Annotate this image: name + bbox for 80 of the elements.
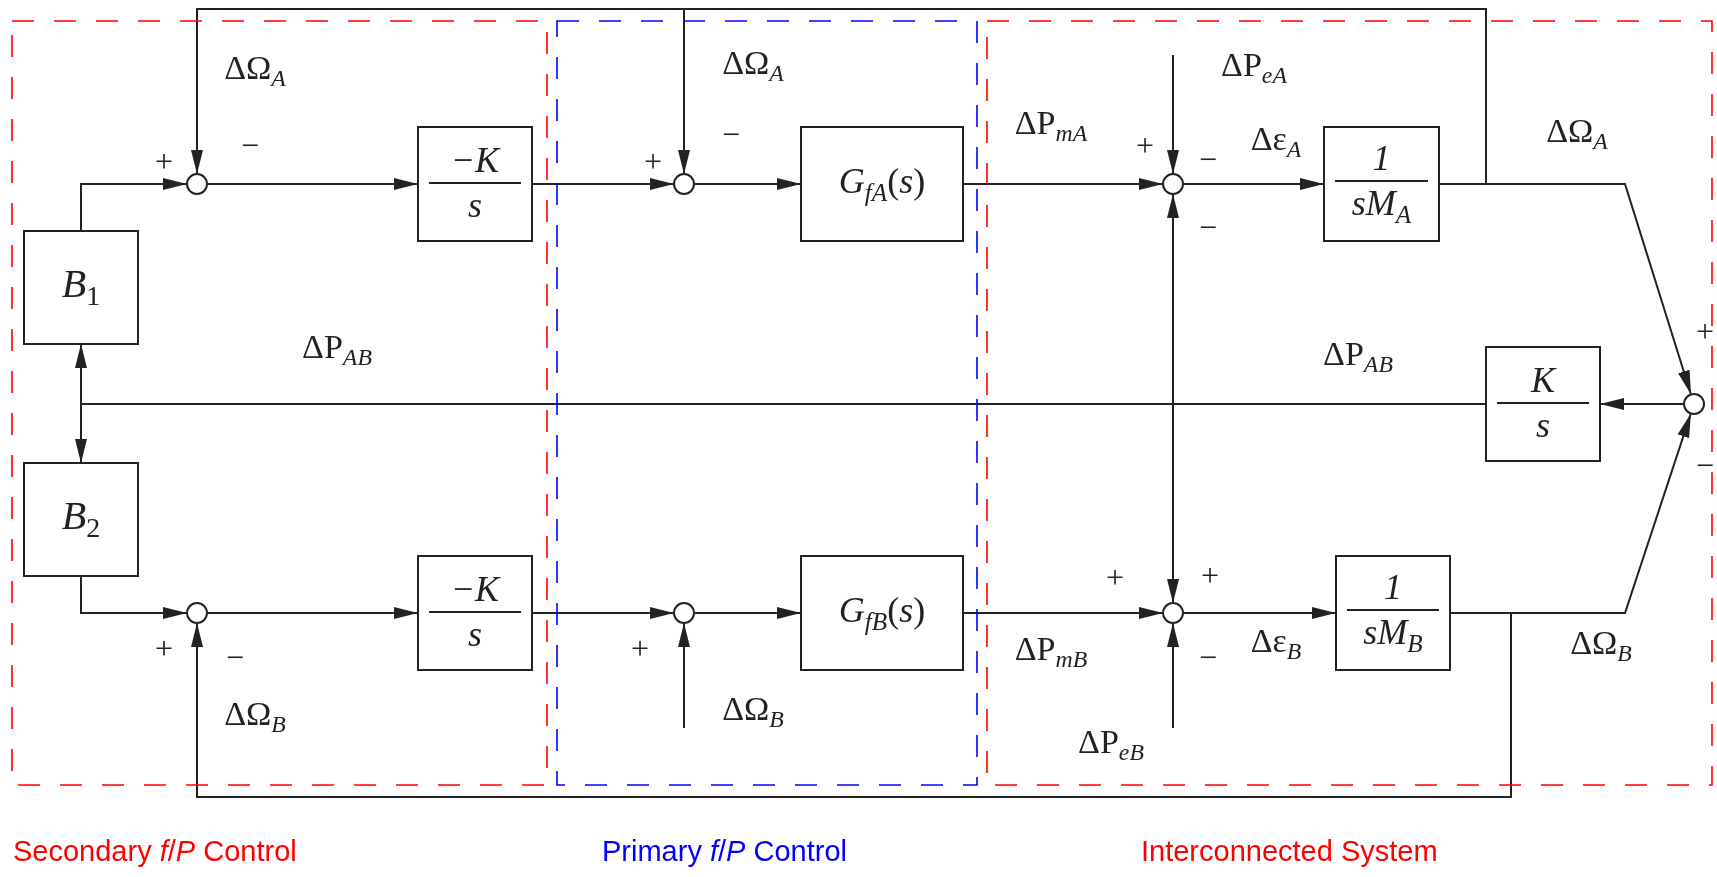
arrow — [1183, 607, 1336, 619]
region-heading: Interconnected System — [1141, 835, 1438, 868]
arrow — [532, 178, 674, 190]
signal-label: ΔP$_{eB}$ — [1078, 725, 1144, 765]
arrow — [694, 178, 801, 190]
signal-label: ΔP$_{eA}$ — [1221, 48, 1287, 88]
sign-label: − — [1199, 143, 1217, 175]
arrow — [191, 612, 1512, 798]
transfer-function-block — [800, 555, 964, 671]
sign-label: + — [155, 632, 173, 664]
summing-junction — [1162, 173, 1184, 195]
arrow — [678, 8, 1487, 185]
arrow — [694, 607, 801, 619]
arrow — [207, 607, 418, 619]
sign-label: + — [155, 145, 173, 177]
arrow — [963, 607, 1163, 619]
signal-label: ΔP$_{mB}$ — [1014, 632, 1088, 672]
numerator-text: K — [1497, 362, 1589, 405]
arrow — [207, 178, 418, 190]
transfer-function-block — [1485, 346, 1601, 462]
signal-label: Δε$_{B}$ — [1250, 624, 1302, 664]
numerator-text: 1 — [1347, 568, 1439, 611]
denominator-text: s — [468, 613, 482, 655]
denominator-text: sM$_{A}$ — [1351, 181, 1412, 229]
signal-label: ΔΩ$_{B}$ — [224, 697, 286, 737]
transfer-function-block — [1323, 126, 1440, 242]
sign-label: − — [1199, 641, 1217, 673]
signal-label: Δε$_{A}$ — [1250, 122, 1302, 162]
numerator-text: 1 — [1335, 139, 1428, 182]
sign-label: − — [226, 641, 244, 673]
signal-label: ΔP$_{AB}$ — [302, 330, 372, 370]
sign-label: − — [722, 118, 740, 150]
sign-label: + — [1696, 315, 1714, 347]
transfer-function-block — [23, 462, 139, 577]
transfer-function-block — [417, 126, 533, 242]
denominator-text: s — [1536, 404, 1550, 446]
block-text: B$_{1}$ — [61, 264, 101, 311]
transfer-function-block — [417, 555, 533, 671]
summing-junction — [673, 173, 695, 195]
sign-label: + — [631, 632, 649, 664]
summing-junction — [1683, 393, 1705, 415]
signal-label: ΔΩ$_{B}$ — [722, 692, 784, 732]
arrow — [1167, 623, 1179, 729]
denominator-text: sM$_{B}$ — [1363, 610, 1423, 658]
sign-label: − — [1199, 211, 1217, 243]
numerator-text: −K — [429, 142, 521, 185]
arrow — [1183, 178, 1324, 190]
signal-label: ΔP$_{mA}$ — [1014, 106, 1088, 146]
block-text: B$_{2}$ — [61, 496, 101, 543]
summing-junction — [1162, 602, 1184, 624]
block-text: G$_{fB}$(s) — [838, 592, 926, 634]
summing-junction — [673, 602, 695, 624]
region-heading: Primary f/P Control — [602, 835, 847, 868]
summing-junction — [186, 602, 208, 624]
signal-label: ΔP$_{AB}$ — [1323, 337, 1393, 377]
sign-label: − — [1696, 449, 1714, 481]
signal-label: ΔΩ$_{B}$ — [1570, 626, 1632, 666]
block-text: G$_{fA}$(s) — [838, 163, 926, 205]
arrow — [80, 178, 187, 231]
sign-label: + — [1106, 561, 1124, 593]
sign-label: + — [1201, 559, 1219, 591]
arrow — [678, 623, 690, 729]
signal-label: ΔΩ$_{A}$ — [722, 46, 784, 86]
transfer-function-block — [1335, 555, 1451, 671]
arrow — [80, 576, 187, 619]
arrow — [963, 178, 1163, 190]
sign-label: + — [644, 145, 662, 177]
arrow — [532, 607, 674, 619]
sign-label: − — [241, 129, 259, 161]
arrow — [1167, 54, 1179, 174]
transfer-function-block — [800, 126, 964, 242]
denominator-text: s — [468, 184, 482, 226]
signal-label: ΔΩ$_{A}$ — [224, 51, 286, 91]
sign-label: + — [1136, 129, 1154, 161]
signal-label: ΔΩ$_{A}$ — [1546, 114, 1608, 154]
region-heading: Secondary f/P Control — [13, 835, 297, 868]
summing-junction — [186, 173, 208, 195]
numerator-text: −K — [429, 571, 521, 614]
transfer-function-block — [23, 230, 139, 345]
arrow — [1600, 398, 1684, 410]
